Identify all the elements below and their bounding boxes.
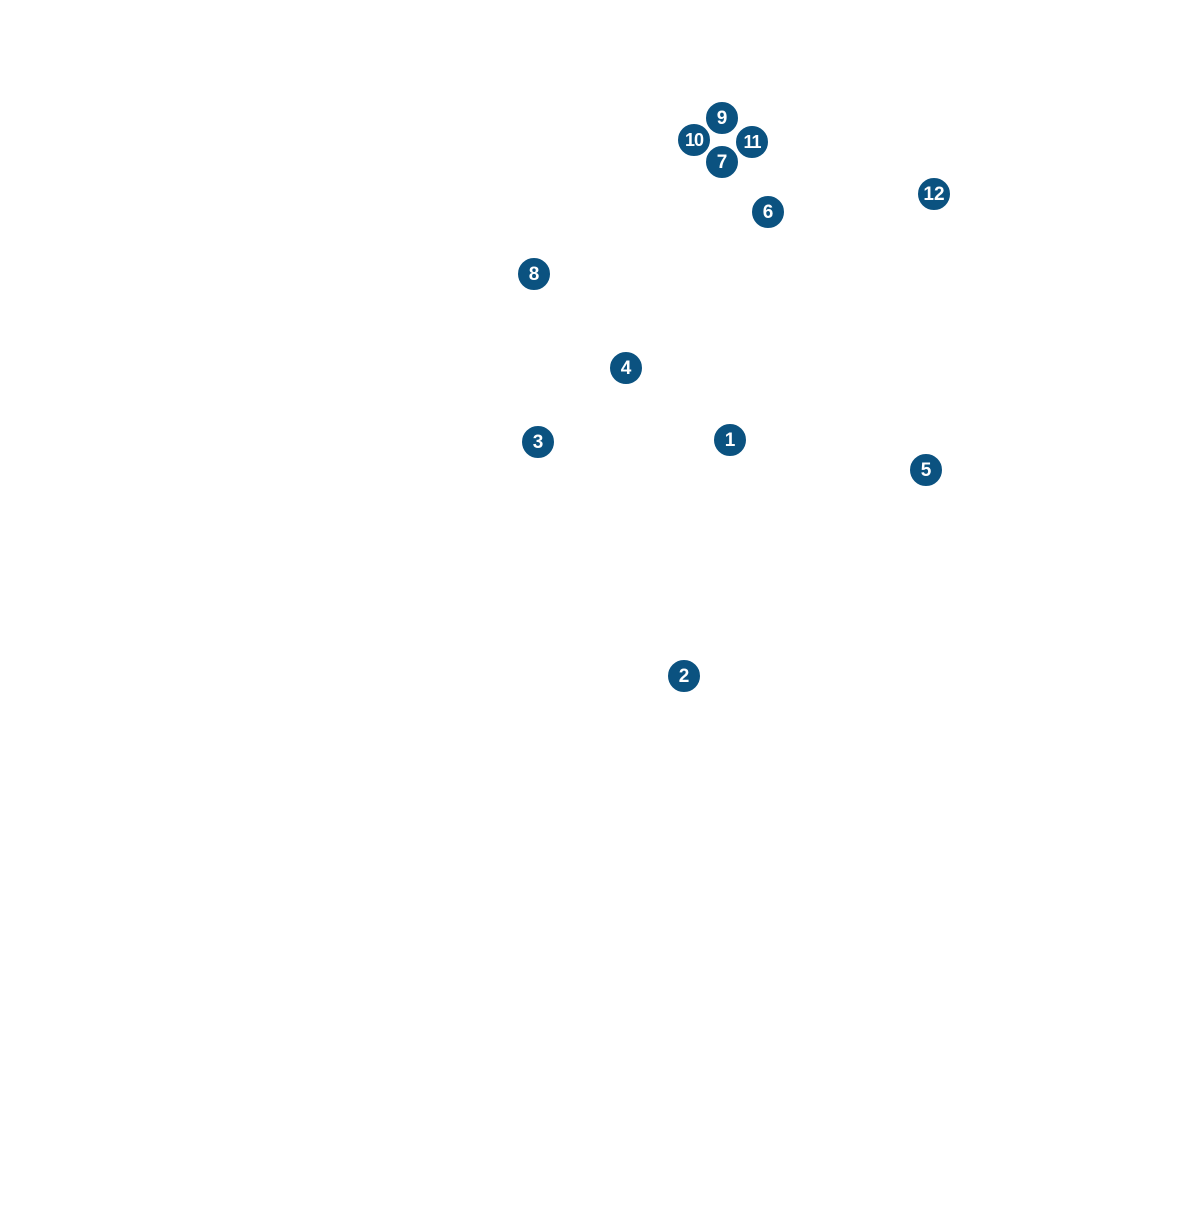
marker-label: 5 [920,459,932,481]
map-marker-11[interactable]: 11 [734,124,770,160]
map-marker-7[interactable]: 7 [704,144,740,180]
map-marker-5[interactable]: 5 [908,452,944,488]
marker-label: 1 [724,429,736,451]
marker-label: 8 [528,263,540,285]
marker-label: 7 [716,151,728,173]
marker-label: 2 [678,665,690,687]
map-marker-4[interactable]: 4 [608,350,644,386]
map-marker-2[interactable]: 2 [666,658,702,694]
map-marker-12[interactable]: 12 [916,176,952,212]
marker-label: 6 [762,201,774,223]
map-marker-1[interactable]: 1 [712,422,748,458]
map-marker-3[interactable]: 3 [520,424,556,460]
map-marker-8[interactable]: 8 [516,256,552,292]
marker-label: 4 [620,357,632,379]
marker-label: 9 [716,107,728,129]
marker-label: 12 [923,183,945,205]
map-marker-6[interactable]: 6 [750,194,786,230]
marker-label: 10 [684,130,704,150]
marker-label: 3 [532,431,544,453]
marker-label: 11 [743,132,761,152]
map-marker-9[interactable]: 9 [704,100,740,136]
